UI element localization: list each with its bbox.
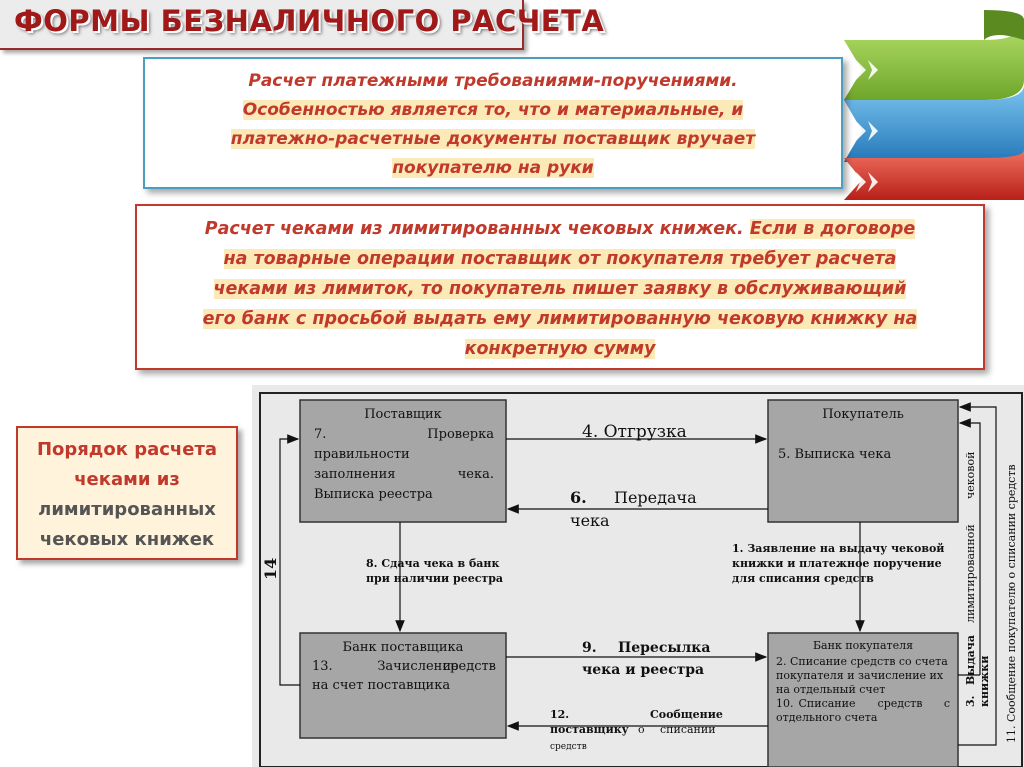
step3a-label: 3. <box>964 696 977 707</box>
step4-label: 4. Отгрузка <box>582 422 687 442</box>
step12a-label: 12. <box>550 708 569 721</box>
buyer-bank-l1: 2. Списание средств со счета <box>776 655 948 668</box>
step1b-label: книжки и платежное поручение <box>732 557 942 570</box>
step3b-label: Выдача <box>964 635 977 685</box>
step8a-label: 8. Сдача чека в банк <box>366 557 499 570</box>
buyer-l1: 5. Выписка чека <box>778 447 891 462</box>
box2-line5: конкретную сумму <box>464 339 656 359</box>
side-line1: Порядок расчета <box>36 439 218 460</box>
box2-line1a: Расчет чеками из лимитированных чековых … <box>204 219 744 239</box>
buyer-bank-l4a: 10. <box>776 697 794 710</box>
step3d-label: чековой <box>964 452 977 499</box>
supplier-bank-l1a: 13. <box>312 659 333 674</box>
box1-line2: Особенностью является то, что и материал… <box>242 100 744 120</box>
step6c-label: чека <box>570 511 610 530</box>
ribbon-green <box>844 20 1024 100</box>
buyer-bank-l4c: средств <box>878 697 923 710</box>
step12d-label: о <box>638 723 645 736</box>
step1c-label: для списания средств <box>732 572 874 585</box>
step6b-label: Передача <box>614 488 697 507</box>
arrow-14 <box>279 434 300 686</box>
arrow-3-up <box>958 418 981 675</box>
side-line3: лимитированных <box>38 499 216 520</box>
payment-requests-box: Расчет платежными требованиями-поручения… <box>143 57 843 189</box>
supplier-bank-l1c: средств <box>443 659 496 674</box>
buyer-title: Покупатель <box>822 407 904 422</box>
buyer-bank-l5: отдельного счета <box>776 711 878 724</box>
buyer-bank-l4b: Списание <box>799 697 856 710</box>
step3c-label: лимитированной <box>964 524 977 623</box>
buyer-box <box>767 399 959 523</box>
ribbon-blue <box>844 85 1024 162</box>
buyer-bank-l2: покупателя и зачисление их <box>776 669 944 682</box>
supplier-bank-l2: на счет поставщика <box>312 678 450 693</box>
supplier-l2: правильности <box>314 447 410 462</box>
supplier-l1b: Проверка <box>427 427 494 442</box>
step12c-label: поставщику <box>550 723 629 736</box>
supplier-l1a: 7. <box>314 427 326 442</box>
side-line2: чеками из <box>74 469 180 490</box>
ribbon-decoration <box>844 10 1024 200</box>
arrow-11 <box>958 402 997 746</box>
box2-line4: его банк с просьбой выдать ему лимитиров… <box>202 309 918 329</box>
procedure-label-box: Порядок расчета чеками из лимитированных… <box>16 426 238 560</box>
box1-line4: покупателю на руки <box>392 158 594 178</box>
step3e-label: книжки <box>978 656 991 707</box>
box1-line3: платежно-расчетные документы поставщик в… <box>230 129 756 149</box>
step14-label: 14 <box>261 558 280 580</box>
supplier-bank-box <box>299 632 507 739</box>
supplier-l3a: заполнения <box>314 467 395 482</box>
box1-line1: Расчет платежными требованиями-поручения… <box>248 71 738 91</box>
step6a-label: 6. <box>570 488 587 507</box>
box2-line3: чеками из лимиток, то покупатель пишет з… <box>213 279 907 299</box>
step12b-label: Сообщение <box>650 708 723 721</box>
box2-line1b: Если в договоре <box>749 219 916 239</box>
buyer-bank-l3: на отдельный счет <box>776 683 885 696</box>
ribbon-red <box>844 150 1024 200</box>
step8b-label: при наличии реестра <box>366 572 503 585</box>
side-line4: чековых книжек <box>39 529 215 550</box>
supplier-l3b: чека. <box>458 467 494 482</box>
buyer-bank-l4d: с <box>944 697 950 710</box>
limited-checks-box: Расчет чеками из лимитированных чековых … <box>135 204 985 370</box>
title-banner: ФОРМЫ БЕЗНАЛИЧНОГО РАСЧЕТА <box>0 0 604 50</box>
supplier-l4: Выписка реестра <box>314 487 433 502</box>
step12e-label: списании <box>660 723 716 736</box>
box2-line2: на товарные операции поставщик от покупа… <box>223 249 897 269</box>
step9c-label: чека и реестра <box>582 662 704 678</box>
supplier-bank-l1b: Зачисление <box>377 659 459 674</box>
buyer-bank-box <box>767 632 959 767</box>
page-title: ФОРМЫ БЕЗНАЛИЧНОГО РАСЧЕТА <box>14 4 605 38</box>
step11-label: 11. Сообщение покупателю о списании сред… <box>1005 464 1018 743</box>
check-flow-diagram: Поставщик 7. Проверка правильности запол… <box>252 385 1024 767</box>
supplier-box <box>299 399 507 523</box>
step9b-label: Пересылка <box>618 640 710 656</box>
step9a-label: 9. <box>582 640 597 656</box>
step12f-label: средств <box>550 742 587 752</box>
buyer-bank-title: Банк покупателя <box>813 639 913 652</box>
step1a-label: 1. Заявление на выдачу чековой <box>732 542 944 555</box>
supplier-bank-title: Банк поставщика <box>343 640 464 655</box>
supplier-title: Поставщик <box>364 407 442 422</box>
